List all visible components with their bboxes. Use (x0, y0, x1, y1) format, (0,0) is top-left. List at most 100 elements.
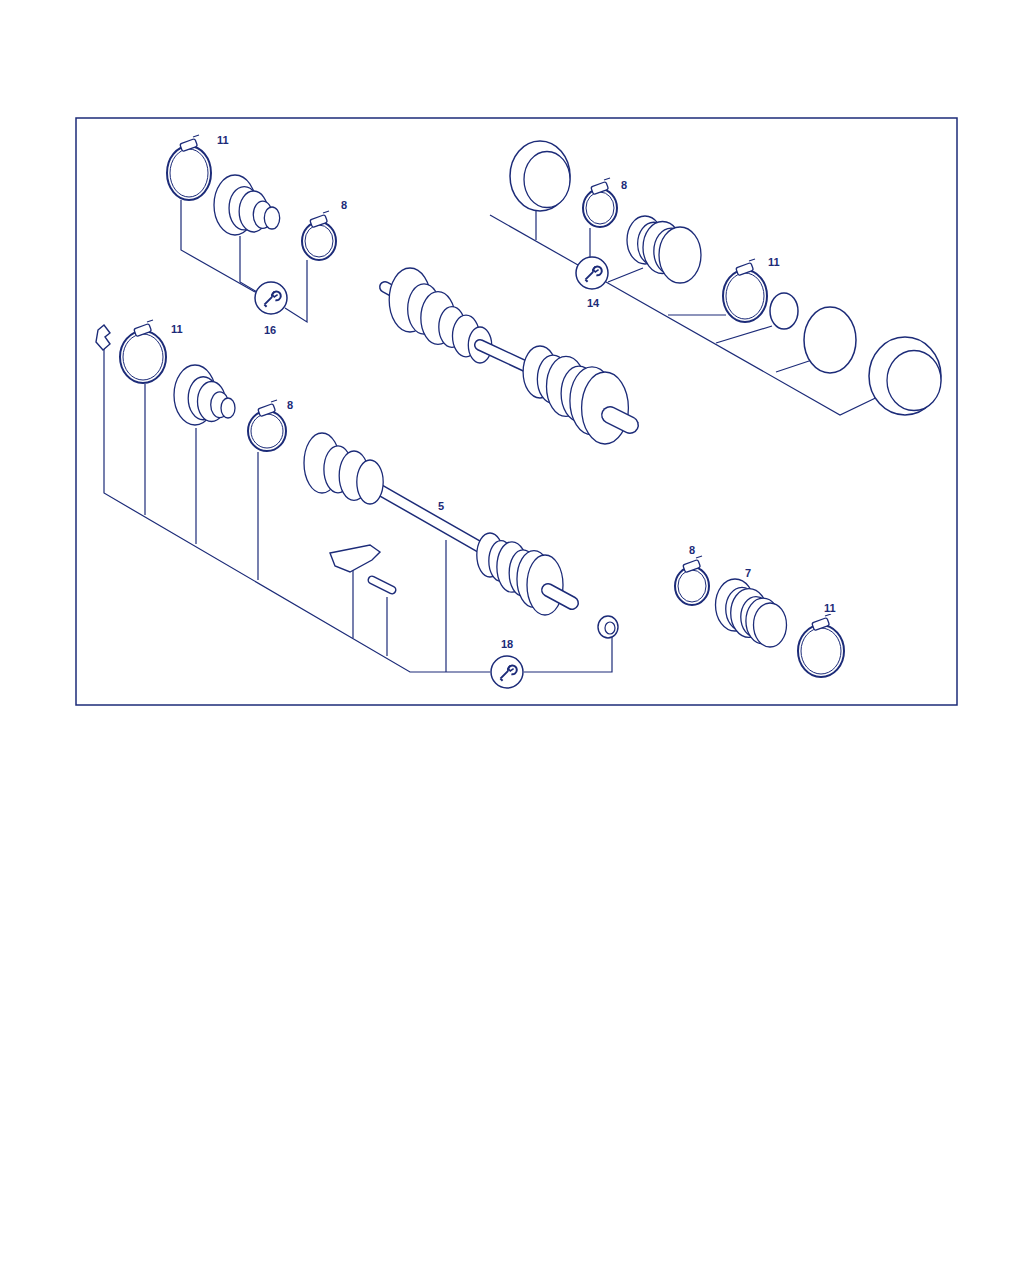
callout-number: 7 (744, 567, 752, 579)
clamp-lock (147, 320, 153, 322)
clamp-lock (696, 556, 702, 558)
leader-line (104, 348, 490, 672)
circlip (96, 325, 110, 350)
joint-boot (174, 365, 235, 425)
shaft (610, 415, 630, 425)
shaft (380, 490, 485, 550)
leader-line (490, 215, 578, 265)
callout-number: 8 (620, 179, 628, 191)
callout-number: 11 (170, 323, 184, 335)
clamp-lock (310, 215, 328, 228)
hose-clamp (678, 570, 706, 602)
leader-line (776, 360, 812, 372)
clamp-lock (134, 324, 152, 337)
wrench-symbol (576, 257, 608, 289)
hose-clamp (675, 567, 709, 605)
hose-clamp (583, 189, 617, 227)
hose-clamp (120, 320, 166, 383)
cv-joint (357, 460, 383, 504)
hose-clamp (583, 178, 617, 227)
hose-clamp (302, 211, 336, 260)
hose-clamp (586, 192, 614, 224)
callout-number: 14 (586, 297, 600, 309)
callout-number: 11 (767, 256, 781, 268)
joint-boot (627, 216, 701, 283)
cv-joint (304, 433, 383, 504)
sealing-ring (770, 293, 798, 329)
wrench-symbol (491, 656, 523, 688)
leader-line (524, 637, 612, 672)
joint-boot (659, 227, 701, 283)
clamp-lock (193, 135, 199, 137)
leader-line (445, 540, 446, 672)
sealing-ring (804, 307, 856, 373)
shaft (610, 415, 630, 425)
wrench-symbol (255, 282, 287, 314)
callout-number: 8 (286, 399, 294, 411)
shaft (372, 580, 392, 590)
leader-line (195, 428, 196, 544)
clamp-lock (180, 139, 198, 152)
clamp-lock (736, 263, 754, 276)
hose-clamp (167, 135, 211, 200)
shaft (380, 490, 485, 550)
sealing-ring (887, 351, 941, 411)
sealing-ring (510, 141, 570, 211)
clamp-lock (812, 618, 830, 631)
hose-clamp (726, 273, 764, 319)
shaft (548, 590, 572, 603)
clamp-lock (258, 404, 276, 417)
leader-line (240, 236, 257, 292)
nut (598, 616, 618, 638)
leader-line (285, 260, 307, 322)
hose-clamp (248, 400, 286, 451)
sealing-ring (869, 337, 941, 415)
clamp-lock (749, 259, 755, 261)
sealing-ring (770, 293, 798, 329)
sealing-ring (524, 152, 570, 208)
leader-line (608, 268, 643, 282)
sealing-ring (510, 141, 570, 211)
callout-number: 5 (437, 500, 445, 512)
wrench-symbol (255, 282, 287, 314)
leader-line (716, 326, 772, 343)
wrench-symbol (585, 266, 601, 281)
clamp-lock (683, 560, 701, 573)
clamp-lock (323, 211, 329, 213)
callout-number: 11 (823, 602, 837, 614)
leader-line (352, 570, 353, 638)
hose-clamp (305, 225, 333, 257)
hose-clamp (167, 146, 211, 200)
wrench-symbol (491, 656, 523, 688)
callout-number: 16 (263, 324, 277, 336)
joint-boot (214, 175, 280, 235)
clamp-lock (604, 178, 610, 180)
leader-line (144, 384, 145, 515)
joint-boot (716, 579, 787, 647)
leader-line (606, 282, 888, 415)
leader-line (535, 211, 536, 240)
clamp-lock (591, 182, 609, 195)
sealing-ring (804, 307, 856, 373)
callout-number: 8 (340, 199, 348, 211)
joint-boot (477, 533, 563, 615)
leader-line (589, 228, 590, 257)
leader-line (668, 314, 726, 315)
hose-clamp (675, 556, 709, 605)
leader-lines (104, 200, 888, 672)
hose-clamp (123, 334, 163, 380)
wrench-symbol (576, 257, 608, 289)
hose-clamp (302, 222, 336, 260)
wrench-symbol (264, 291, 280, 306)
parts (96, 135, 941, 688)
hose-clamp (798, 625, 844, 677)
wrench-symbol (500, 665, 516, 680)
joint-boot (523, 346, 628, 444)
nut (605, 622, 615, 634)
leader-line (257, 452, 258, 580)
leader-line (386, 597, 387, 656)
joint-boot (221, 398, 235, 418)
retaining-plate (330, 545, 380, 572)
joint-boot (754, 603, 787, 647)
callout-number: 8 (688, 544, 696, 556)
